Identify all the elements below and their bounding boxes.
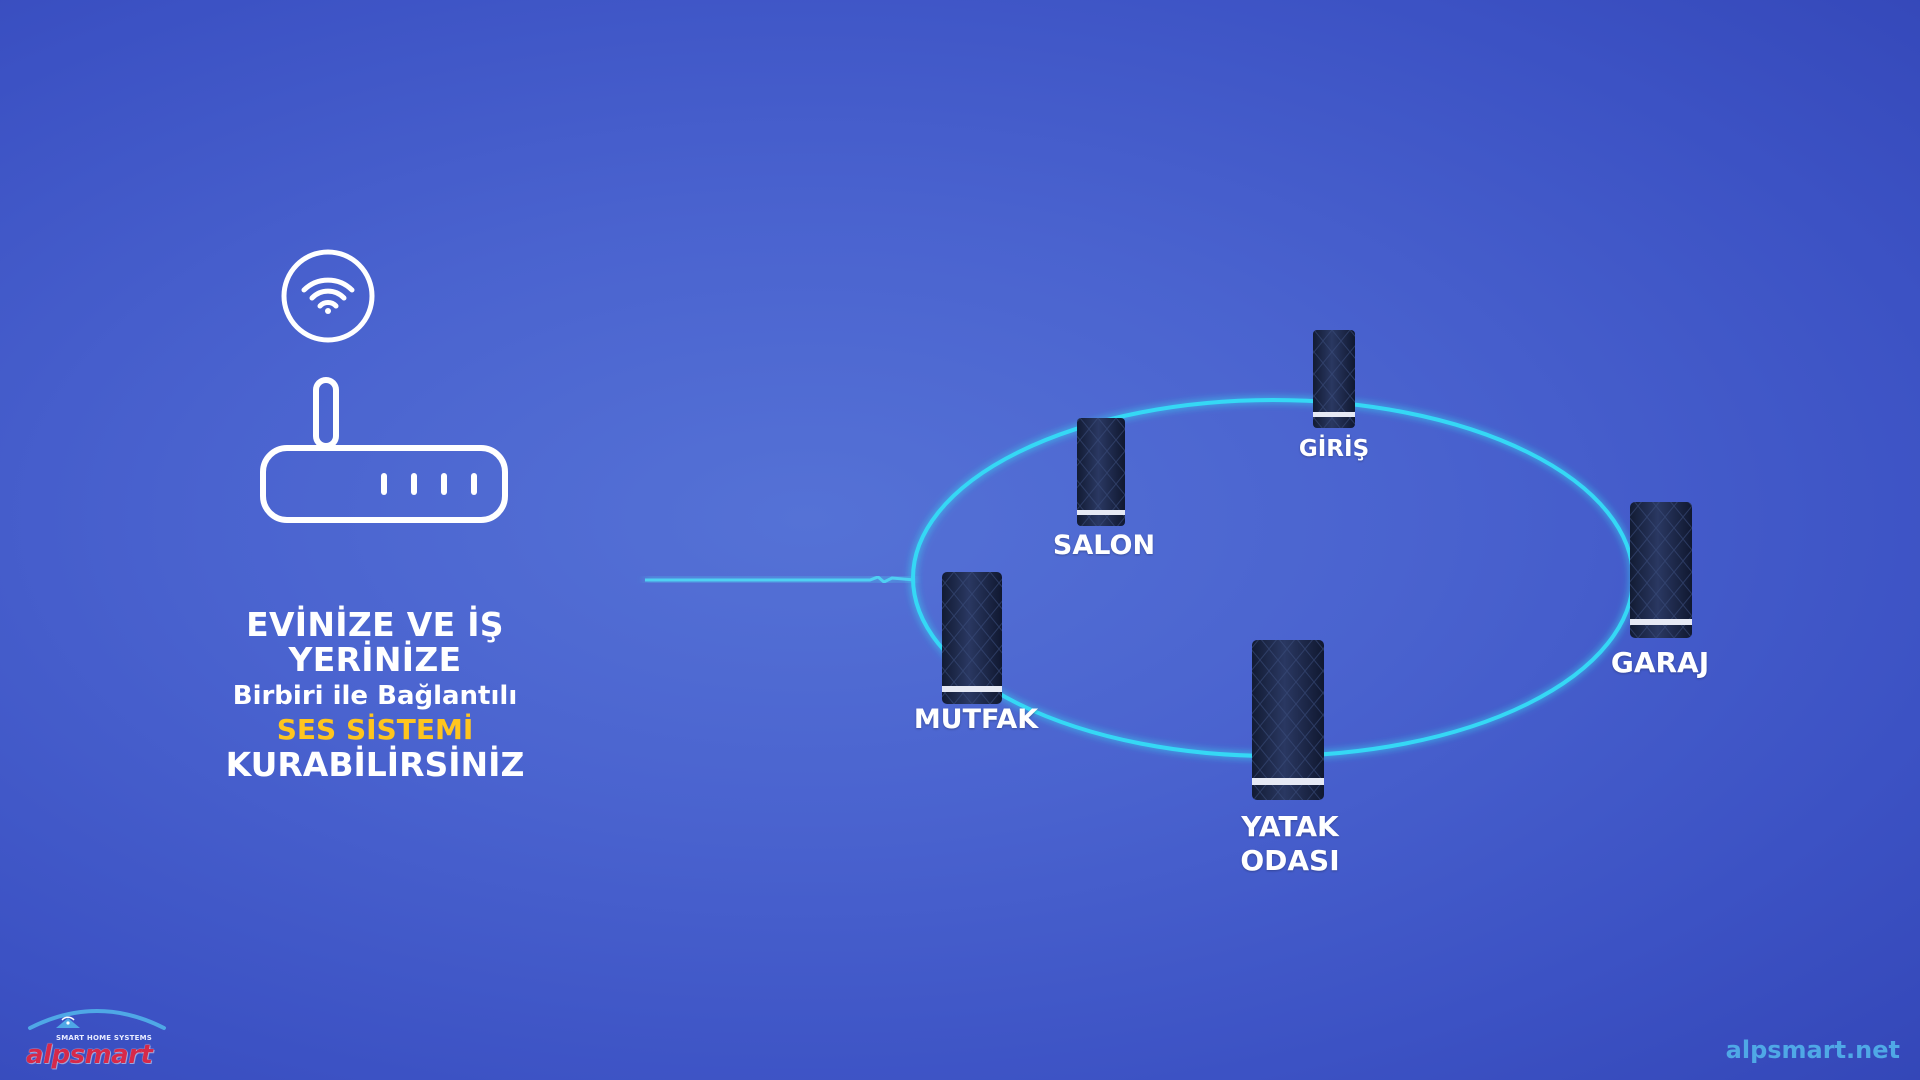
speaker-garaj xyxy=(1630,502,1692,638)
speaker-salon xyxy=(1077,418,1125,526)
label-yatak-odasi: YATAK ODASI xyxy=(1240,810,1339,877)
speaker-mutfak xyxy=(942,572,1002,704)
wifi-icon xyxy=(281,249,375,343)
speaker-yatak-odasi xyxy=(1252,640,1324,800)
label-garaj-text: GARAJ xyxy=(1610,646,1710,679)
label-yatak-line-1: YATAK xyxy=(1241,810,1339,843)
label-salon-text: SALON xyxy=(1052,530,1156,561)
label-garaj: GARAJ xyxy=(1611,646,1709,680)
label-giris-text: GİRİŞ xyxy=(1298,436,1370,462)
headline-highlight: SES SİSTEMİ xyxy=(276,712,474,746)
label-salon: SALON xyxy=(1053,530,1155,562)
headline-line-2: Birbiri ile Bağlantılı xyxy=(232,681,518,712)
logo-wordmark: alpsmart xyxy=(26,1040,153,1070)
label-giris: GİRİŞ xyxy=(1299,436,1369,464)
brand-logo xyxy=(28,1009,166,1030)
label-mutfak-text: MUTFAK xyxy=(913,704,1039,735)
router-icon xyxy=(260,377,508,523)
logo-tagline: SMART HOME SYSTEMS xyxy=(56,1034,153,1042)
label-yatak-line-2: ODASI xyxy=(1240,843,1340,877)
headline: EVİNİZE VE İŞ YERİNİZE Birbiri ile Bağla… xyxy=(160,605,590,784)
label-mutfak: MUTFAK xyxy=(914,704,1038,736)
headline-line-1: EVİNİZE VE İŞ YERİNİZE xyxy=(246,605,504,679)
headline-line-4: KURABİLİRSİNİZ xyxy=(225,744,525,784)
website-url: alpsmart.net xyxy=(1725,1036,1900,1064)
speaker-giris xyxy=(1313,330,1355,428)
connection-line xyxy=(645,575,916,584)
